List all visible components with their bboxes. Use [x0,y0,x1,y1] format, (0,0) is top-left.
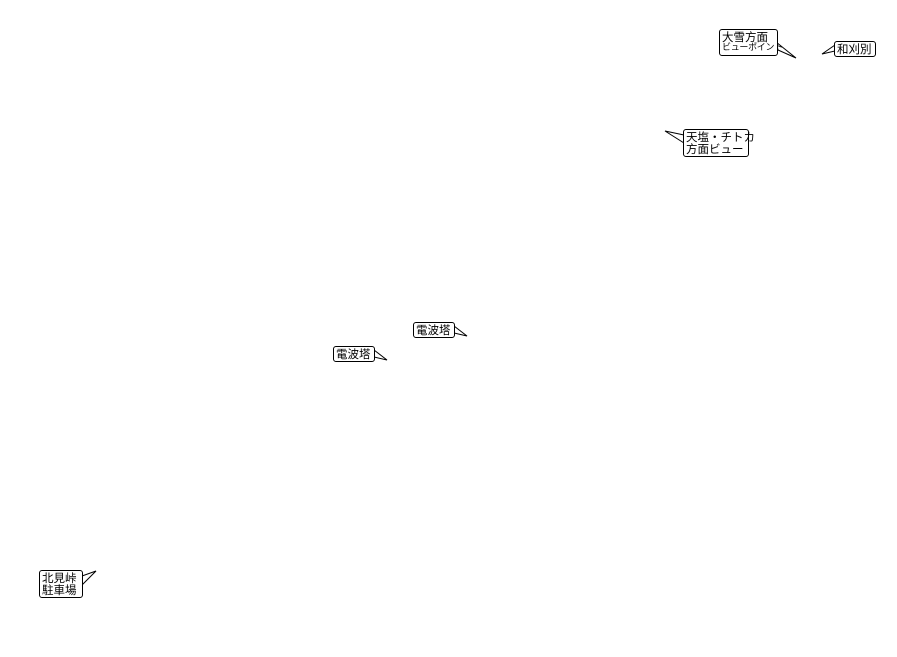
label-teshio-view[interactable]: 天塩・チトカ 方面ビュー [683,129,755,157]
label-line: 和刈別 [837,42,872,56]
label-radio-tower-2[interactable]: 電波塔 [333,346,375,362]
label-line: 方面ビュー [686,142,744,156]
label-line: 駐車場 [42,583,77,597]
label-line: ビューポイント [722,43,783,53]
label-line: 電波塔 [416,323,451,337]
label-kitami-pass-parking[interactable]: 北見峠 駐車場 [39,570,83,598]
label-line: 天塩・チトカ [686,130,755,144]
label-wakaribetsu[interactable]: 和刈別 [834,41,876,57]
label-radio-tower-1[interactable]: 電波塔 [413,322,455,338]
pointer-kitami [81,570,97,587]
pointer-denpa1 [453,324,468,337]
label-line: 北見峠 [42,571,77,585]
label-line: 大雪方面 [722,30,768,44]
pointer-teshio [664,130,685,144]
label-line: 電波塔 [336,347,371,361]
label-taisetsu-viewpoint[interactable]: 大雪方面 ビューポイント [719,29,783,56]
pointer-denpa2 [373,348,388,361]
